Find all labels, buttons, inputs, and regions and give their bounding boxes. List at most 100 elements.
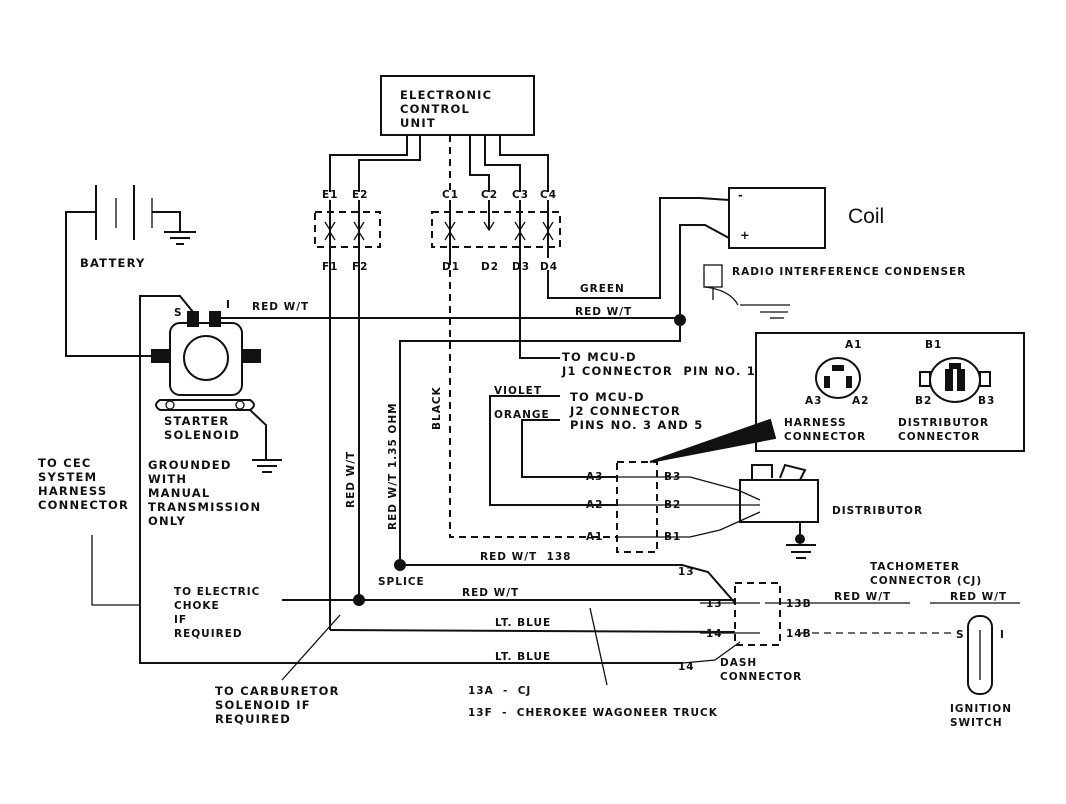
arrow-c4 xyxy=(542,221,554,232)
inset-pointer xyxy=(649,418,777,463)
dist-b2-label: B2 xyxy=(664,499,682,511)
arrow-c3 xyxy=(514,221,526,232)
starter-ground-note: GROUNDED WITH MANUAL TRANSMISSION ONLY xyxy=(148,458,262,528)
starter-solenoid-body xyxy=(169,322,243,396)
starter-label: STARTER SOLENOID xyxy=(164,414,241,442)
coil-minus-label: - xyxy=(738,188,744,202)
carb-pointer xyxy=(281,614,341,681)
pin-d2-label: D2 xyxy=(481,261,500,273)
lt-blue-1-wire xyxy=(329,629,736,633)
starter-terminal-s xyxy=(187,311,199,327)
ecu-wire-c4 xyxy=(499,135,549,192)
ecu-label: ELECTRONIC CONTROL UNIT xyxy=(400,88,493,130)
condenser-lead xyxy=(704,286,739,306)
arrow-c2 xyxy=(483,221,495,232)
ecu-wire-e2 xyxy=(358,135,421,192)
dist-a1-label: A1 xyxy=(586,531,604,543)
cec-wire xyxy=(91,535,140,606)
dist-a2-label: A2 xyxy=(586,499,604,511)
harness-pin-3 xyxy=(846,376,852,388)
dash-13-top-label: 13 xyxy=(678,566,695,578)
starter-mount-hole-2 xyxy=(235,400,245,410)
dist-ground-node xyxy=(795,534,805,544)
wire-red-wt-tach2-label: RED W/T xyxy=(950,591,1008,603)
arrow-c1 xyxy=(444,221,456,232)
pin-e2-label: E2 xyxy=(352,189,369,201)
choke-label: TO ELECTRIC CHOKE IF REQUIRED xyxy=(174,586,261,640)
wire-red-wt-top-label: RED W/T xyxy=(252,301,310,313)
starter-terminal-right xyxy=(241,349,261,363)
inset-a1-label: A1 xyxy=(845,339,863,351)
harness-pin-1 xyxy=(832,365,844,371)
inset-a3-label: A3 xyxy=(805,395,823,407)
wire-violet-label: VIOLET xyxy=(494,385,542,397)
dist-tab-right xyxy=(979,371,991,387)
wire-lt-blue-2-label: LT. BLUE xyxy=(495,651,552,663)
wire-red-wt-mid-label: RED W/T xyxy=(462,587,520,599)
harness-pin-2 xyxy=(824,376,830,388)
pin-e1-label: E1 xyxy=(322,189,339,201)
red-wt-138-wire xyxy=(400,564,736,604)
mcu-j2-label: TO MCU-D J2 CONNECTOR PINS NO. 3 AND 5 xyxy=(570,390,704,432)
pin-c3-label: C3 xyxy=(512,189,530,201)
pin-c1-label: C1 xyxy=(442,189,460,201)
pin-f1-label: F1 xyxy=(322,261,339,273)
wire-lt-blue-1-label: LT. BLUE xyxy=(495,617,552,629)
ignition-body xyxy=(967,615,993,695)
harness-connector-shape xyxy=(815,357,861,399)
d3-mcu-wire xyxy=(519,258,560,359)
ignition-i-label: I xyxy=(1000,629,1005,641)
dash-13b-label: 13B xyxy=(786,598,812,610)
wire-red-wt-coil-label: RED W/T xyxy=(575,306,633,318)
inset-b1-label: B1 xyxy=(925,339,943,351)
condenser-box xyxy=(703,264,723,288)
condenser-label: RADIO INTERFERENCE CONDENSER xyxy=(732,266,967,278)
inset-a2-label: A2 xyxy=(852,395,870,407)
dash-connector xyxy=(734,582,781,646)
pin-d3-label: D3 xyxy=(512,261,531,273)
harness-connector-label: HARNESS CONNECTOR xyxy=(784,417,867,443)
arrow-d3 xyxy=(514,230,526,241)
inset-box xyxy=(755,332,1025,452)
wire-red-wt-138-label: RED W/T 138 xyxy=(480,551,572,563)
violet-wire xyxy=(489,395,617,506)
d1-black-wire xyxy=(449,258,617,538)
connector-cd xyxy=(431,211,561,248)
cec-label: TO CEC SYSTEM HARNESS CONNECTOR xyxy=(38,456,130,512)
wire-green-label: GREEN xyxy=(580,283,625,295)
inset-b2-label: B2 xyxy=(915,395,933,407)
pin-c2-label: C2 xyxy=(481,189,499,201)
orange-wire xyxy=(521,419,617,478)
dist-tab-left xyxy=(919,371,931,387)
inset-b3-label: B3 xyxy=(978,395,996,407)
starter-ground-wire xyxy=(249,409,267,460)
note-line-1: 13A - CJ xyxy=(468,685,532,697)
pin-d1-label: D1 xyxy=(442,261,461,273)
mcu-j1-label: TO MCU-D J1 CONNECTOR PIN NO. 1 xyxy=(562,350,756,378)
wire-orange-label: ORANGE xyxy=(494,409,550,421)
carb-label: TO CARBURETOR SOLENOID IF REQUIRED xyxy=(215,684,340,726)
resist-wire xyxy=(399,320,681,568)
battery-neg-wire xyxy=(152,211,181,232)
distributor-cap xyxy=(751,463,807,481)
pin-d4-label: D4 xyxy=(540,261,559,273)
battery-label: BATTERY xyxy=(80,256,146,270)
ecu-wire-e xyxy=(329,135,408,192)
wire-red-wt-tach-label: RED W/T xyxy=(834,591,892,603)
wire-black-label: BLACK xyxy=(431,386,443,430)
tach-label: TACHOMETER CONNECTOR (CJ) xyxy=(870,561,983,587)
dist-b3-wire xyxy=(689,476,761,501)
dist-pin-2 xyxy=(957,369,965,391)
dist-b1-wire xyxy=(689,511,761,538)
ecu-wire-c3 xyxy=(484,135,521,192)
starter-mount-hole-1 xyxy=(165,400,175,410)
dist-b1-label: B1 xyxy=(664,531,682,543)
wire-resist-label: RED W/T 1.35 OHM xyxy=(387,402,399,530)
ignition-s-label: S xyxy=(956,629,965,641)
dash-connector-label: DASH CONNECTOR xyxy=(720,657,803,683)
splice-label: SPLICE xyxy=(378,576,425,588)
coil-pos-wire xyxy=(679,224,730,320)
distributor-label: DISTRIBUTOR xyxy=(832,505,924,517)
coil-plus-label: + xyxy=(740,228,751,242)
